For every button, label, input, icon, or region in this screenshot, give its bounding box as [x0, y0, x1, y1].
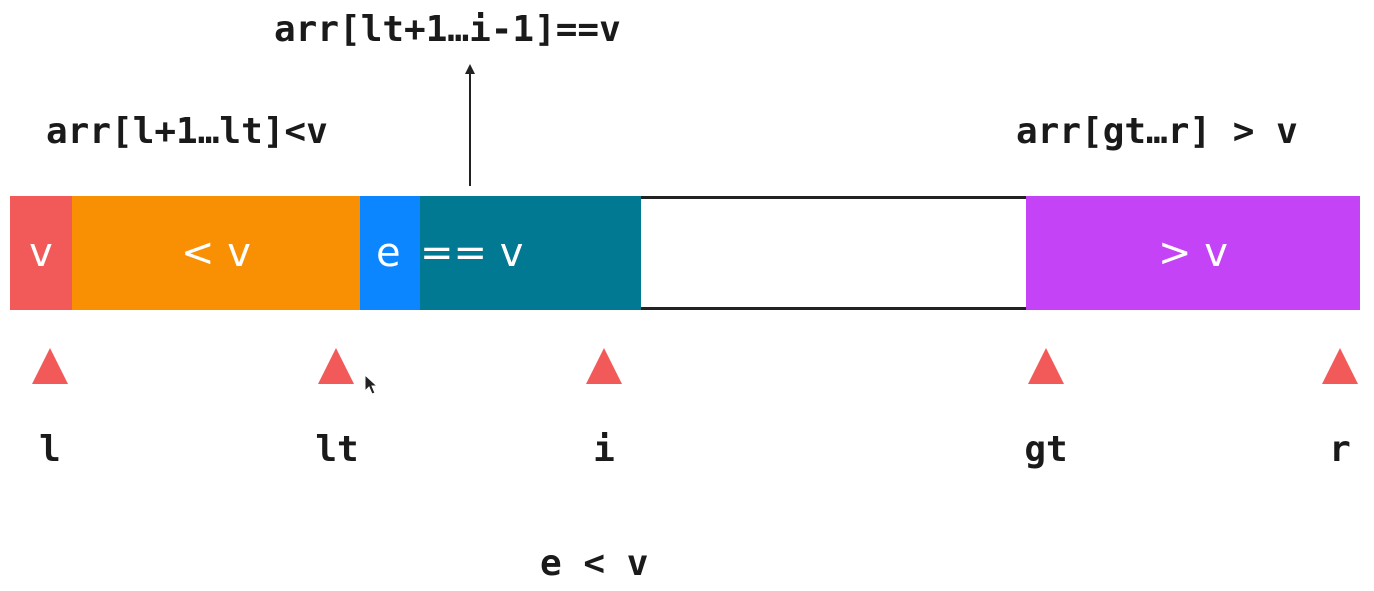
- greater-region-annotation: arr[gt…r] > v: [1016, 111, 1298, 152]
- index-label-gt: gt: [1024, 429, 1068, 470]
- index-label-l: l: [39, 429, 61, 470]
- marker-i: [586, 348, 622, 384]
- index-label-lt: lt: [315, 429, 359, 470]
- current-element-segment: e: [360, 196, 420, 310]
- marker-l: [32, 348, 68, 384]
- marker-gt: [1028, 348, 1064, 384]
- equal-segment: == v: [420, 196, 641, 310]
- index-label-r: r: [1329, 429, 1351, 470]
- array-bar: v < v e == v > v: [10, 194, 1360, 312]
- equal-region-arrow: [465, 64, 475, 186]
- unprocessed-segment: [641, 196, 1026, 310]
- marker-lt: [318, 348, 354, 384]
- pivot-segment: v: [10, 196, 72, 310]
- index-label-i: i: [593, 429, 615, 470]
- marker-r: [1322, 348, 1358, 384]
- condition-caption: e < v: [540, 543, 649, 584]
- less-region-annotation: arr[l+1…lt]<v: [46, 111, 328, 152]
- greater-than-segment: > v: [1026, 196, 1360, 310]
- equal-region-annotation: arr[lt+1…i-1]==v: [274, 9, 621, 50]
- mouse-cursor-icon: [364, 374, 378, 395]
- less-than-segment: < v: [72, 196, 360, 310]
